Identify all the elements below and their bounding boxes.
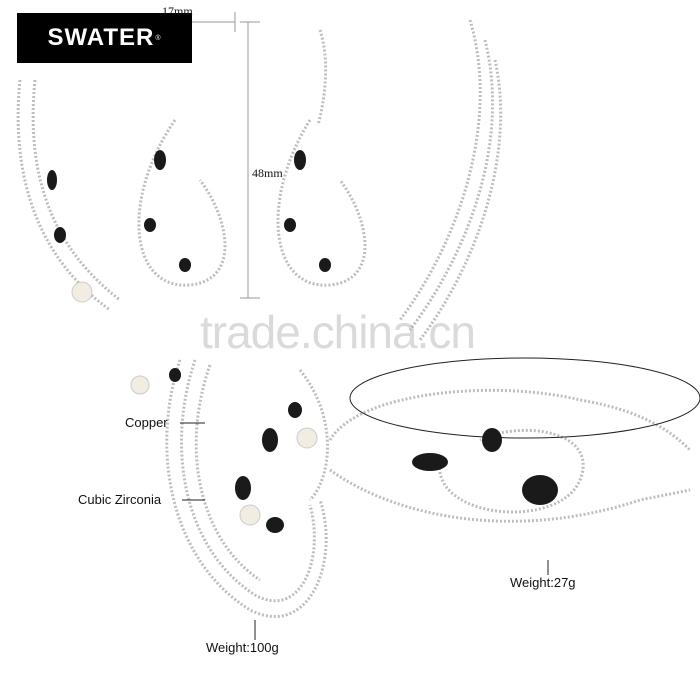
bracelet-band [328, 388, 692, 452]
height-label: 48mm [252, 166, 283, 180]
cubic-zirconia-label: Cubic Zirconia [78, 492, 162, 507]
brand-logo: SWATER® [17, 13, 192, 63]
earring-right [276, 119, 367, 287]
necklace-pendant [165, 359, 328, 618]
necklace-left-arm [16, 79, 111, 312]
necklace-right-arm [398, 19, 482, 321]
width-label: 17mm [162, 4, 193, 18]
earring-left [137, 119, 227, 287]
height-dimension-line [240, 21, 260, 299]
pearls [71, 281, 318, 526]
necklace-weight-label: Weight:100g [206, 640, 279, 655]
bracelet-highlight-ellipse [349, 357, 700, 439]
black-stones [47, 150, 558, 533]
watermark: trade.china.cn [200, 306, 476, 358]
copper-label: Copper [125, 415, 168, 430]
bracelet-weight-label: Weight:27g [510, 575, 576, 590]
